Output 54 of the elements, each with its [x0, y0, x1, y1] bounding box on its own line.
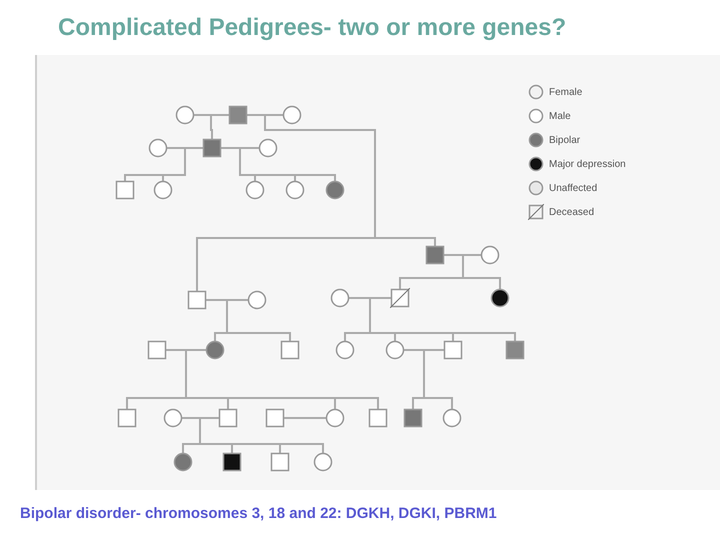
- legend-label: Major depression: [549, 158, 626, 170]
- square-symbol: [403, 408, 423, 428]
- legend-label: Female: [549, 86, 582, 98]
- legend-label: Male: [549, 110, 571, 122]
- square-symbol: [270, 452, 290, 472]
- circle-symbol: [245, 180, 265, 200]
- square-symbol: [425, 245, 445, 265]
- square-symbol: [390, 288, 410, 308]
- square-symbol: [202, 138, 222, 158]
- slide-title: Complicated Pedigrees- two or more genes?: [58, 14, 566, 42]
- circle-symbol: [313, 452, 333, 472]
- circle-symbol: [325, 180, 345, 200]
- pedigree-line: [210, 114, 229, 139]
- square-symbol: [117, 408, 137, 428]
- circle-symbol: [258, 138, 278, 158]
- square-symbol: [222, 452, 242, 472]
- caption: Bipolar disorder- chromosomes 3, 18 and 22: DGKH, DGKI, PBRM1: [20, 505, 497, 522]
- square-symbol: [147, 340, 167, 360]
- square-symbol: [265, 408, 285, 428]
- circle-symbol: [385, 340, 405, 360]
- pedigree-line: [199, 417, 324, 453]
- pedigree-line: [284, 417, 326, 419]
- circle-symbol: [173, 452, 193, 472]
- square-symbol: [443, 340, 463, 360]
- circle-symbol: [285, 180, 305, 200]
- circle-symbol: [153, 180, 173, 200]
- square-symbol: [505, 340, 525, 360]
- square-symbol: [280, 340, 300, 360]
- pedigree-line: [196, 114, 376, 291]
- circle-symbol: [325, 408, 345, 428]
- circle-symbol: [175, 105, 195, 125]
- square-symbol: [368, 408, 388, 428]
- circle-symbol: [148, 138, 168, 158]
- circle-symbol: [442, 408, 462, 428]
- pedigree-line: [206, 299, 291, 341]
- circle-symbol: [205, 340, 225, 360]
- circle-symbol: [282, 105, 302, 125]
- pedigree-line: [185, 349, 379, 409]
- pedigree-line: [444, 254, 501, 289]
- legend-label: Bipolar: [549, 134, 580, 146]
- square-symbol: [187, 290, 207, 310]
- circle-symbol: [247, 290, 267, 310]
- square-symbol: [218, 408, 238, 428]
- square-symbol: [115, 180, 135, 200]
- circle-symbol: [335, 340, 355, 360]
- pedigree-line: [369, 297, 516, 341]
- square-symbol: [228, 105, 248, 125]
- circle-symbol: [163, 408, 183, 428]
- pedigree-line: [162, 147, 203, 181]
- circle-symbol: [490, 288, 510, 308]
- legend-label: Deceased: [549, 206, 594, 218]
- circle-symbol: [480, 245, 500, 265]
- legend-label: Unaffected: [549, 182, 598, 194]
- circle-symbol: [330, 288, 350, 308]
